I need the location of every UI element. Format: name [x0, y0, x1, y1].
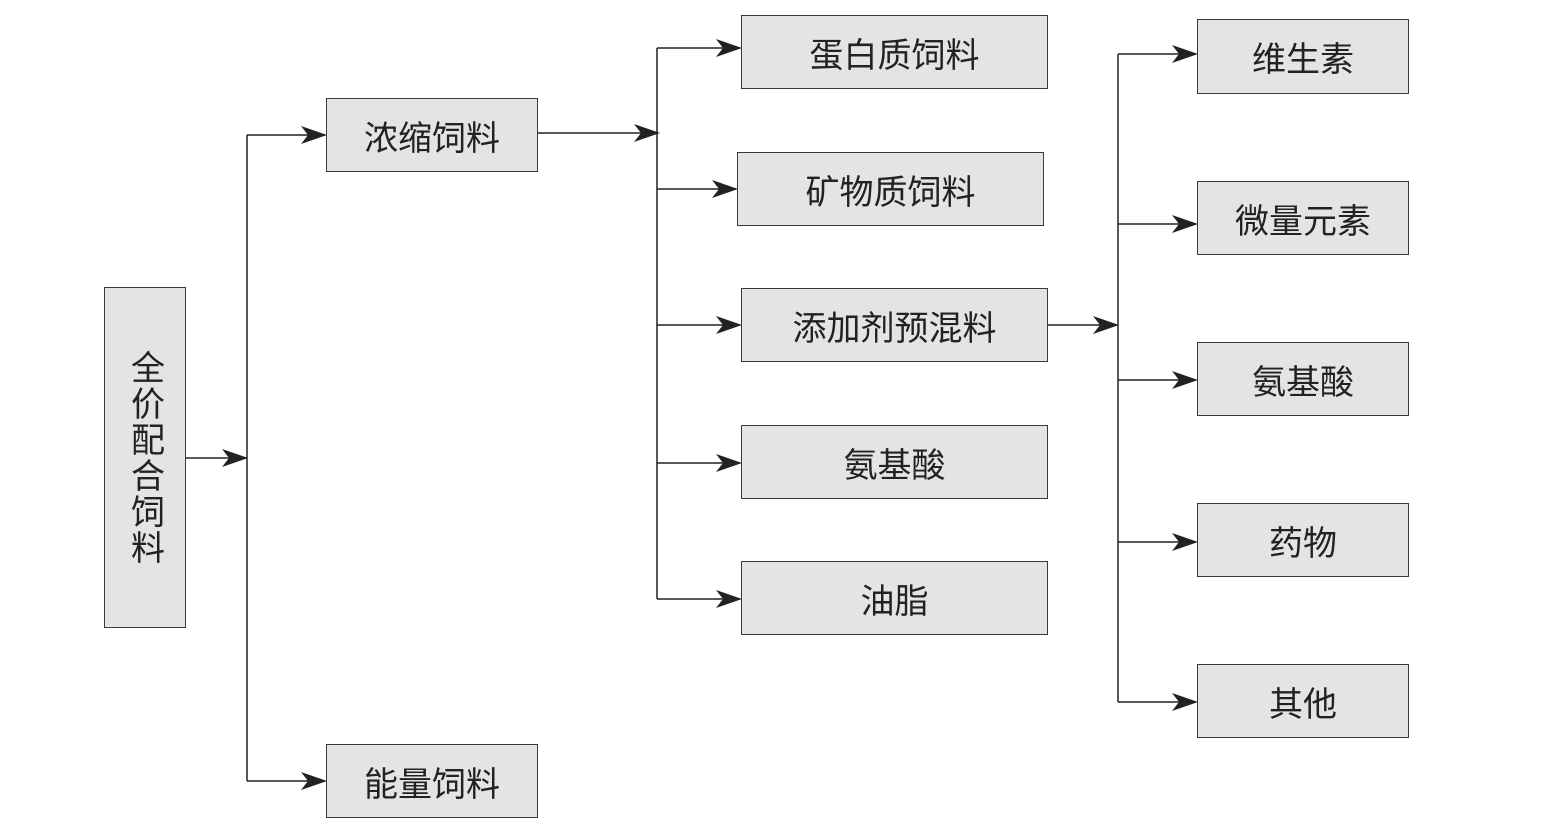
node-trace-element: 微量元素 [1197, 181, 1409, 255]
node-amino-acid: 氨基酸 [741, 425, 1048, 499]
node-energy: 能量饲料 [326, 744, 538, 818]
node-other: 其他 [1197, 664, 1409, 738]
node-concentrate: 浓缩饲料 [326, 98, 538, 172]
node-root: 全价配合饲料 [104, 287, 186, 628]
node-mineral: 矿物质饲料 [737, 152, 1044, 226]
node-oil: 油脂 [741, 561, 1048, 635]
node-protein: 蛋白质饲料 [741, 15, 1048, 89]
node-drug: 药物 [1197, 503, 1409, 577]
node-vitamin: 维生素 [1197, 19, 1409, 94]
node-premix: 添加剂预混料 [741, 288, 1048, 362]
node-premix-amino-acid: 氨基酸 [1197, 342, 1409, 416]
